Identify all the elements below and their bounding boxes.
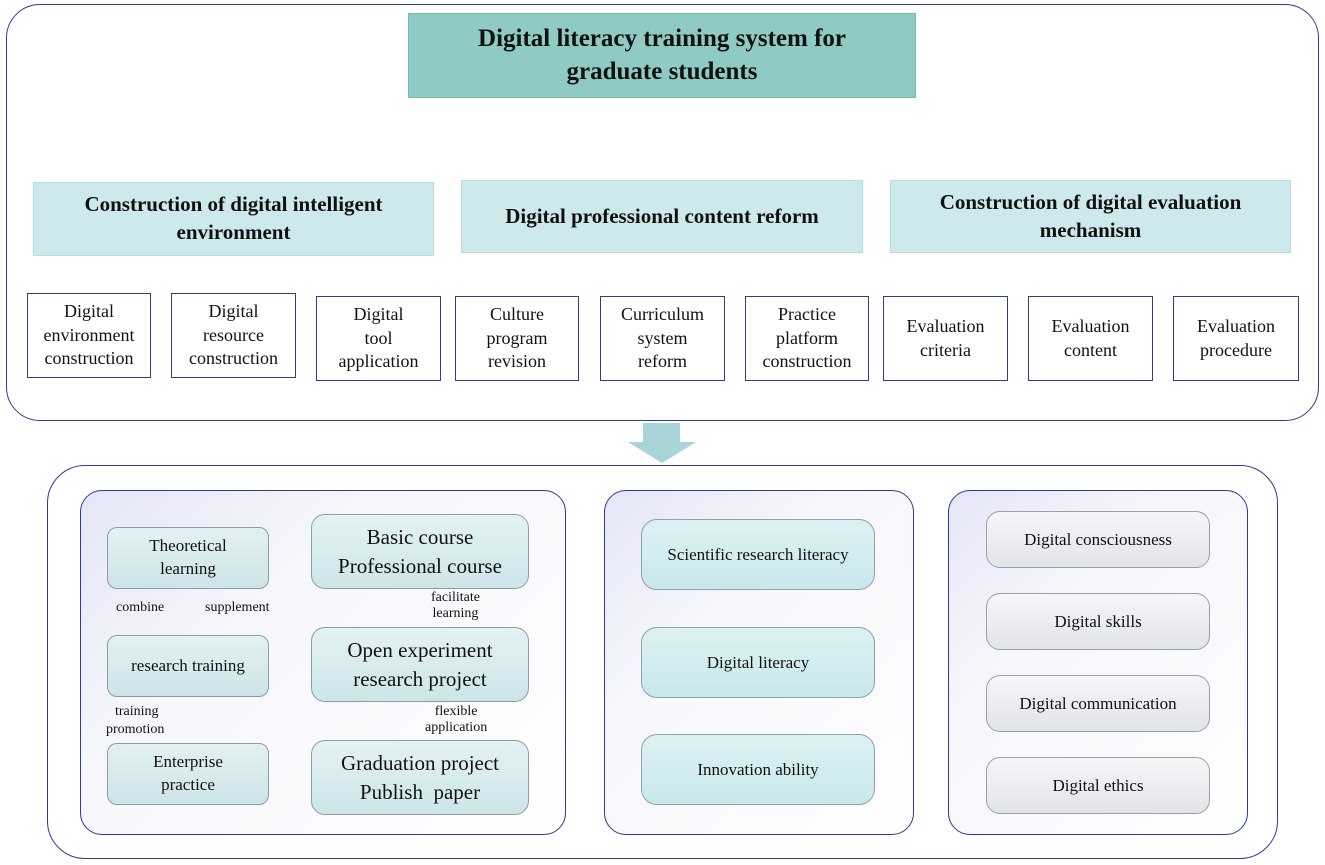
node-digital-skills: Digital skills bbox=[986, 593, 1210, 650]
category-digital-evaluation-mechanism: Construction of digital evaluation mecha… bbox=[890, 180, 1291, 253]
node-digital-ethics: Digital ethics bbox=[986, 757, 1210, 814]
label-supplement: supplement bbox=[205, 600, 270, 615]
big-down-arrow bbox=[628, 423, 696, 463]
label-combine: combine bbox=[116, 600, 165, 615]
node-digital-consciousness: Digital consciousness bbox=[986, 511, 1210, 568]
node-research-training: research training bbox=[107, 635, 269, 697]
category-digital-intelligent-environment: Construction of digital intelligent envi… bbox=[33, 182, 434, 256]
node-innovation-ability: Innovation ability bbox=[641, 734, 875, 805]
category-digital-professional-content-reform: Digital professional content reform bbox=[461, 180, 863, 253]
label-promotion: promotion bbox=[106, 722, 165, 737]
node-scientific-research-literacy: Scientific research literacy bbox=[641, 519, 875, 590]
node-digital-communication: Digital communication bbox=[986, 675, 1210, 732]
node-digital-literacy: Digital literacy bbox=[641, 627, 875, 698]
label-training: training bbox=[115, 704, 159, 719]
system-title: Digital literacy training system for gra… bbox=[408, 13, 916, 98]
